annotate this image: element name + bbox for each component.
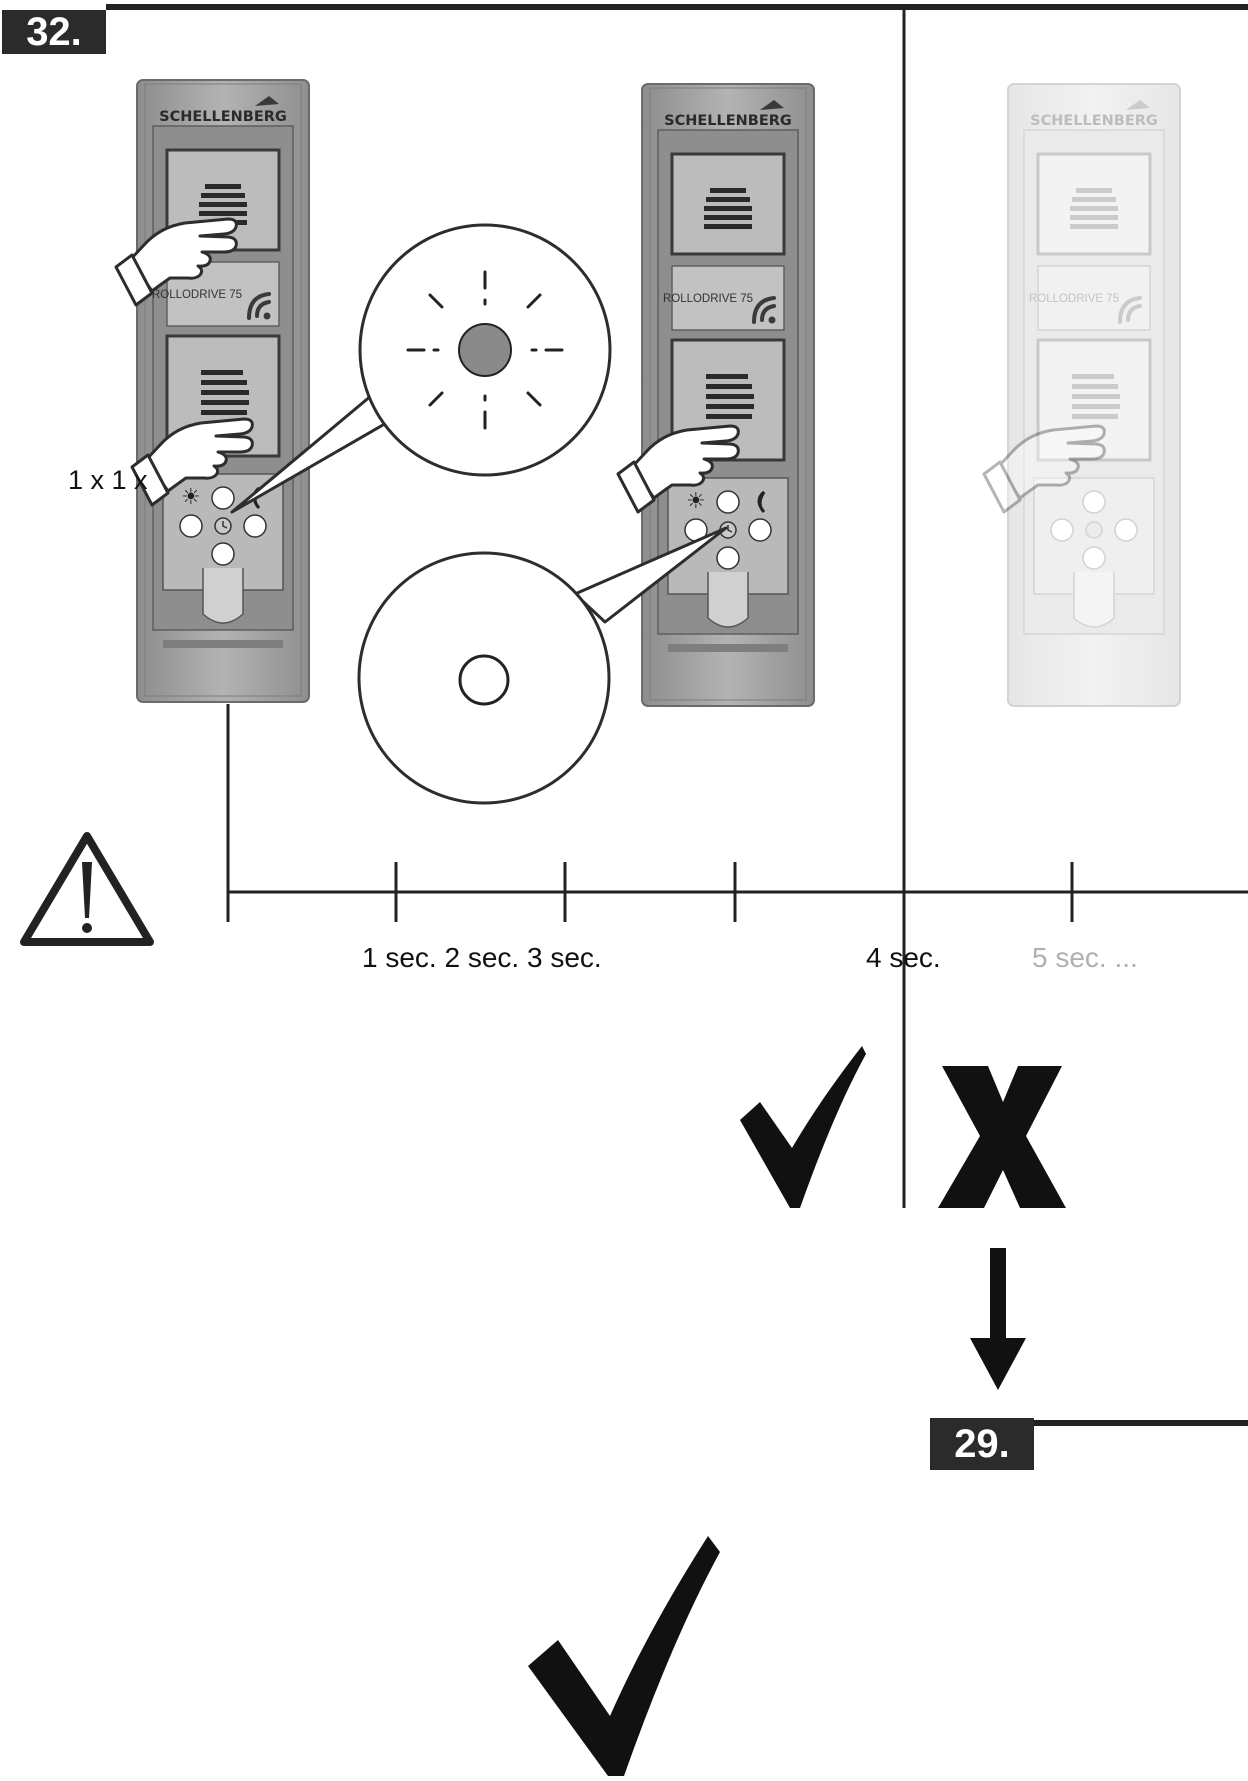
device-brand: SCHELLENBERG — [159, 109, 287, 125]
remote-device-3-faded: SCHELLENBERG ROLLODRIVE 75 — [1006, 82, 1182, 708]
press-count-label: 1 x 1 x — [68, 465, 148, 495]
remote-device-1: SCHELLENBERG ROLLODRIVE 75 — [135, 78, 311, 704]
timeline-axis — [226, 704, 1248, 922]
check-icon — [740, 1046, 866, 1208]
led-callout-off — [357, 526, 728, 805]
device-model: ROLLODRIVE 75 — [663, 293, 753, 305]
step-number-badge: 32. — [2, 10, 106, 54]
device-model: ROLLODRIVE 75 — [152, 289, 242, 301]
device-brand: SCHELLENBERG — [664, 113, 792, 129]
timeline-label-5-sec: 5 sec. ... — [1032, 942, 1138, 973]
device-model: ROLLODRIVE 75 — [1029, 293, 1119, 305]
next-step-badge: 29. — [930, 1418, 1034, 1470]
device-brand: SCHELLENBERG — [1030, 113, 1158, 129]
remote-device-2: SCHELLENBERG ROLLODRIVE 75 — [640, 82, 816, 708]
header-rule — [106, 4, 1248, 10]
next-step-rule — [1034, 1420, 1248, 1426]
x-icon — [938, 1066, 1066, 1208]
warning-icon — [20, 832, 154, 946]
arrow-down-icon — [970, 1248, 1026, 1390]
check-icon — [528, 1536, 720, 1776]
led-callout-flashing — [230, 223, 612, 514]
timeline-label-4-sec: 4 sec. — [866, 942, 941, 973]
led-off-icon — [458, 654, 510, 706]
timeline-label-1-3-sec: 1 sec. 2 sec. 3 sec. — [362, 942, 602, 973]
led-flash-icon — [406, 270, 564, 430]
